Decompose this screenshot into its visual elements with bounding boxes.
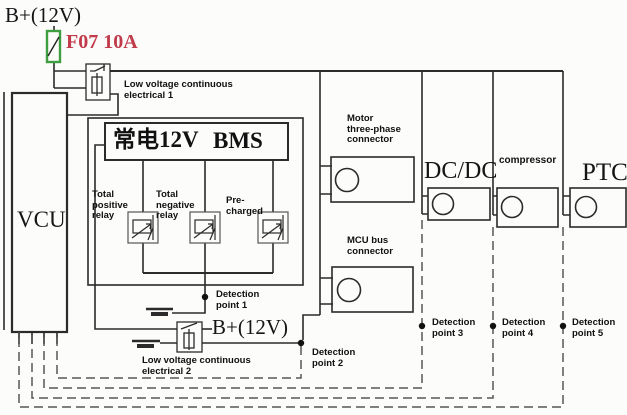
mcu-connector-stubs xyxy=(320,277,333,305)
detection-point-4-dot xyxy=(489,322,497,330)
mcu-connector-pin-icon xyxy=(336,277,362,303)
compressor-label: compressor xyxy=(499,155,557,166)
ground2-icon xyxy=(132,339,160,348)
battery-top-label: B+(12V) xyxy=(5,3,82,27)
motor-connector-box xyxy=(330,156,415,203)
dcdc-label: DC/DC xyxy=(424,158,498,184)
relay2-label: Low voltage continuous electrical 2 xyxy=(142,355,251,377)
motor-connector-label: Motor three-phase connector xyxy=(347,113,401,146)
bms-label: BMS xyxy=(213,128,263,153)
total-positive-relay-icon xyxy=(127,211,159,244)
detection-point-3-label: Detection point 3 xyxy=(432,317,476,339)
detection4-dashed-wire xyxy=(31,227,494,399)
detection-point-2-label: Detection point 2 xyxy=(312,347,356,369)
detection-point-4-label: Detection point 4 xyxy=(502,317,546,339)
detection3-dashed-wire xyxy=(43,220,423,389)
compressor-connector-box xyxy=(496,187,559,228)
battery-mid-label: B+(12V) xyxy=(212,315,289,339)
detection5-dashed-wire xyxy=(18,227,564,408)
negative-relay-wire-bottom xyxy=(172,243,206,314)
ptc-connector-box xyxy=(569,187,627,228)
vcu-box xyxy=(10,91,69,334)
detection2-dashed-wire xyxy=(56,332,302,379)
motor-connector-stubs xyxy=(320,165,332,195)
total-positive-relay-label: Total positive relay xyxy=(92,189,128,222)
ptc-connector-pin-icon xyxy=(574,195,598,219)
bms-inner-box xyxy=(104,122,289,161)
detection-point-5-label: Detection point 5 xyxy=(572,317,616,339)
mcu-to-detection2-wire xyxy=(302,314,320,340)
mcu-connector-box xyxy=(331,266,414,313)
detection-point-2-dot xyxy=(297,339,305,347)
relay1-icon xyxy=(85,63,111,101)
dcdc-connector-stubs xyxy=(422,195,428,215)
dashed-detection-wires xyxy=(18,220,564,408)
vcu-bottom-stubs xyxy=(18,332,58,344)
fuse-icon xyxy=(45,29,62,64)
vcu-label: VCU xyxy=(17,207,66,232)
ground1-icon xyxy=(146,307,173,316)
detection-point-5-dot xyxy=(559,322,567,330)
solid-wires xyxy=(3,26,627,353)
detection-point-1-label: Detection point 1 xyxy=(216,289,260,311)
detection-point-3-dot xyxy=(418,322,426,330)
precharge-relay-label: Pre- charged xyxy=(226,195,263,217)
detection-dots xyxy=(201,293,567,347)
mcu-connector-label: MCU bus connector xyxy=(347,235,393,257)
dcdc-connector-box xyxy=(427,187,491,221)
precharge-relay-icon xyxy=(257,211,289,244)
compressor-connector-pin-icon xyxy=(500,195,524,219)
detection-point-1-dot xyxy=(201,293,209,301)
relay1-to-vcu-wire xyxy=(67,93,119,116)
bms-power-label: 常电12V xyxy=(113,127,199,152)
bms-to-relay2-wire xyxy=(94,144,177,330)
dcdc-connector-pin-icon xyxy=(431,192,455,216)
bms-outer-box xyxy=(87,117,304,286)
fuse-label: F07 10A xyxy=(66,31,138,53)
relay1-label: Low voltage continuous electrical 1 xyxy=(124,79,233,101)
total-negative-relay-icon xyxy=(189,211,221,244)
ptc-connector-stubs xyxy=(563,195,570,216)
ptc-label: PTC xyxy=(582,159,627,186)
motor-connector-pin-icon xyxy=(334,167,360,193)
relay2-icon xyxy=(176,321,203,353)
total-negative-relay-label: Total negative relay xyxy=(156,189,195,222)
